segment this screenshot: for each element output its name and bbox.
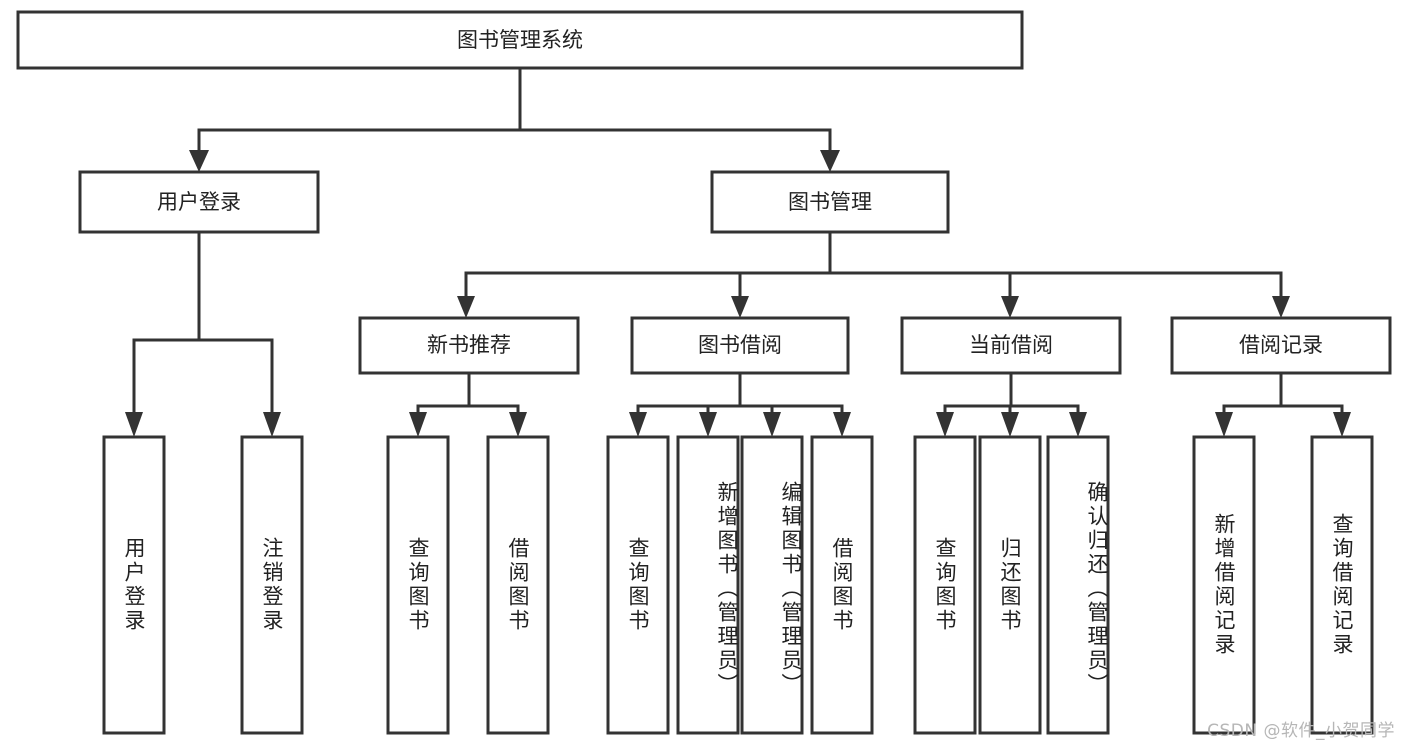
node-new-book-recommend[interactable]: 新书推荐	[358, 316, 580, 375]
arrow-head-leaf-add-record	[1215, 412, 1233, 437]
node-leaf-query-book-2-box[interactable]	[606, 435, 670, 735]
node-new-book-recommend-box[interactable]	[358, 316, 580, 375]
node-leaf-query-book-3-box[interactable]	[913, 435, 977, 735]
leaves-layer	[102, 435, 1374, 735]
arrow-head-leaf-query-book-2	[629, 412, 647, 437]
node-root-label: 图书管理系统	[457, 28, 583, 52]
node-book-management-box[interactable]	[710, 170, 950, 234]
arrow-head-leaf-user-login	[125, 412, 143, 437]
arrow-head-leaf-borrow-book-1	[509, 412, 527, 437]
node-leaf-borrow-book-1-box[interactable]	[486, 435, 550, 735]
node-user-login-box[interactable]	[78, 170, 320, 234]
arrow-head-leaf-query-book-1	[409, 412, 427, 437]
arrow-head-borrow-record	[1272, 296, 1290, 318]
node-leaf-user-login-box[interactable]	[102, 435, 166, 735]
arrow-head-leaf-confirm-return	[1069, 412, 1087, 437]
node-book-borrow-label: 图书借阅	[698, 333, 782, 357]
arrow-head-book-borrow	[731, 296, 749, 318]
arrow-head-book-management	[820, 150, 840, 172]
arrow-head-leaf-return-book	[1001, 412, 1019, 437]
arrow-head-leaf-borrow-book-2	[833, 412, 851, 437]
node-book-management[interactable]: 图书管理	[710, 170, 950, 234]
node-user-login-label: 用户登录	[157, 190, 241, 214]
node-current-borrow-label: 当前借阅	[969, 333, 1053, 357]
connectors-layer	[125, 66, 1351, 437]
node-borrow-record-box[interactable]	[1170, 316, 1392, 375]
node-leaf-borrow-book-2-box[interactable]	[810, 435, 874, 735]
csdn-watermark: CSDN @软件_小贺同学	[1207, 721, 1395, 741]
arrow-head-leaf-add-book	[699, 412, 717, 437]
arrow-head-leaf-query-book-3	[936, 412, 954, 437]
node-book-management-label: 图书管理	[788, 190, 872, 214]
node-borrow-record[interactable]: 借阅记录	[1170, 316, 1392, 375]
node-leaf-query-book-1-box[interactable]	[386, 435, 450, 735]
node-root[interactable]: 图书管理系统	[16, 10, 1024, 70]
node-borrow-record-label: 借阅记录	[1239, 333, 1323, 357]
node-leaf-query-record-box[interactable]	[1310, 435, 1374, 735]
node-leaf-return-book-box[interactable]	[978, 435, 1042, 735]
node-current-borrow[interactable]: 当前借阅	[900, 316, 1122, 375]
node-user-login[interactable]: 用户登录	[78, 170, 320, 234]
node-leaf-logout-login-box[interactable]	[240, 435, 304, 735]
arrow-head-leaf-query-record	[1333, 412, 1351, 437]
arrow-head-current-borrow	[1001, 296, 1019, 318]
node-book-borrow[interactable]: 图书借阅	[630, 316, 850, 375]
arrow-head-leaf-logout-login	[263, 412, 281, 437]
node-leaf-confirm-return-box[interactable]	[1046, 435, 1110, 735]
node-current-borrow-box[interactable]	[900, 316, 1122, 375]
node-leaf-add-record-box[interactable]	[1192, 435, 1256, 735]
arrow-head-leaf-edit-book	[763, 412, 781, 437]
arrow-head-user-login	[189, 150, 209, 172]
node-book-borrow-box[interactable]	[630, 316, 850, 375]
node-root-box[interactable]	[16, 10, 1024, 70]
arrow-head-new-book-recommend	[457, 296, 475, 318]
node-leaf-edit-book-box[interactable]	[740, 435, 804, 735]
node-leaf-add-book-box[interactable]	[676, 435, 740, 735]
node-new-book-recommend-label: 新书推荐	[427, 333, 511, 357]
